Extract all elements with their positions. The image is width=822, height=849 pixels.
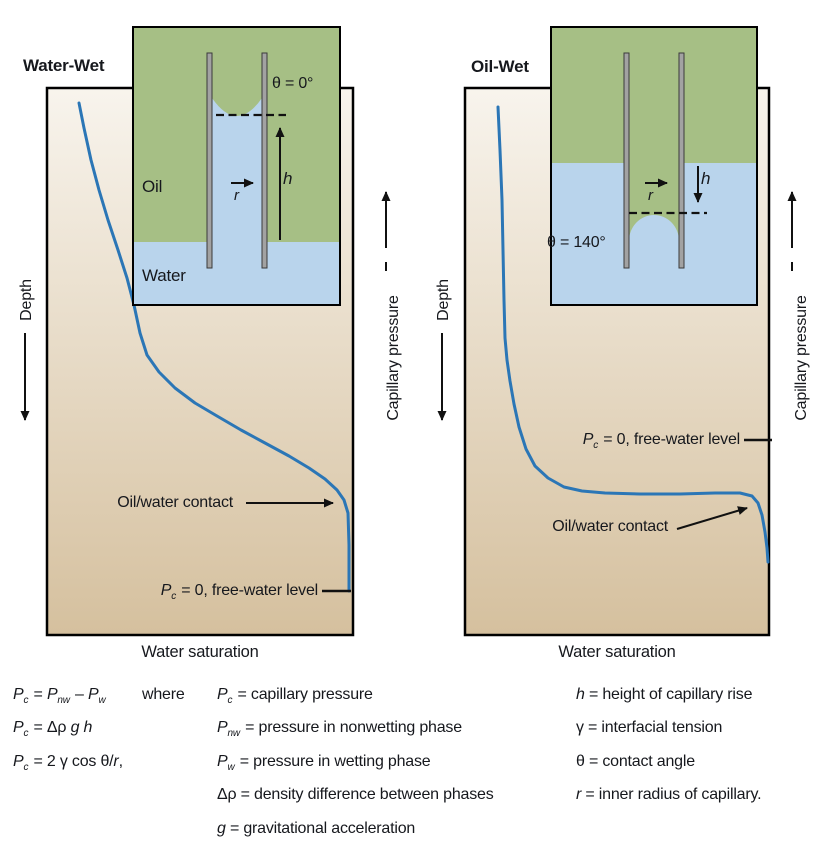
def-r: r = inner radius of capillary. xyxy=(576,786,762,804)
capillary-curve-right xyxy=(496,105,770,564)
depth-axis-label-left: Depth xyxy=(18,279,35,321)
contact-angle-label-left: θ = 0° xyxy=(272,75,314,92)
definition-row: r = inner radius of capillary. xyxy=(576,778,762,811)
oil-label: Oil xyxy=(142,177,163,196)
definition-row: Δρ = density difference between phases xyxy=(217,778,494,811)
def-pnw: Pnw = pressure in nonwetting phase xyxy=(217,719,462,740)
definition-row: γ = interfacial tension xyxy=(576,711,761,744)
where-label: where xyxy=(142,686,185,703)
def-theta: θ = contact angle xyxy=(576,752,695,770)
x-axis-label-left: Water saturation xyxy=(141,643,259,661)
contact-angle-label-right: θ = 140° xyxy=(547,234,606,251)
definition-row: Pnw = pressure in nonwetting phase xyxy=(217,711,494,744)
x-axis-label-right: Water saturation xyxy=(558,643,676,661)
equation-young-laplace: Pc = 2 γ cos θ/r, xyxy=(13,752,123,773)
definitions-column-2: h = height of capillary rise γ = interfa… xyxy=(576,678,762,812)
definitions-column-1: Pc = capillary pressure Pnw = pressure i… xyxy=(217,678,494,845)
inset-water-region-left xyxy=(133,242,340,305)
definition-row: Pc = capillary pressure xyxy=(217,678,494,711)
capillary-oil-column xyxy=(629,27,679,241)
height-label-right: h xyxy=(701,169,711,188)
water-label: Water xyxy=(142,266,186,285)
panel-water-wet xyxy=(20,26,391,637)
equation-pc-definition: Pc = Pnw – Pw xyxy=(13,686,106,706)
definition-row: g = gravitational acceleration xyxy=(217,812,494,845)
equation-hydrostatic: Pc = Δρ g h xyxy=(13,719,93,740)
depth-axis-label-right: Depth xyxy=(435,279,452,321)
capillary-pressure-axis-label-right: Capillary pressure xyxy=(793,295,810,421)
capillary-tube-wall-right-a xyxy=(623,52,630,269)
inset-border-left xyxy=(132,26,341,306)
panel-oil-wet xyxy=(437,26,797,637)
def-gamma: γ = interfacial tension xyxy=(576,719,723,737)
capillary-tube-wall-left-b xyxy=(261,52,268,269)
capillary-curve-left xyxy=(77,101,351,593)
equation-row: Pc = Pnw – Pw where xyxy=(13,678,185,711)
capillary-pressure-axis-label-left: Capillary pressure xyxy=(385,295,402,421)
equation-row: Pc = Δρ g h xyxy=(13,711,123,744)
definition-row: h = height of capillary rise xyxy=(576,678,761,711)
def-delta-rho: Δρ = density difference between phases xyxy=(217,786,494,804)
definition-row: θ = contact angle xyxy=(576,745,761,778)
definition-row: Pw = pressure in wetting phase xyxy=(217,745,494,778)
equation-row: Pc = 2 γ cos θ/r, xyxy=(13,745,123,778)
inset-border-right xyxy=(550,26,758,306)
inset-oil-wet xyxy=(550,26,758,306)
capillary-tube-wall-left-a xyxy=(206,52,213,269)
free-water-level-label-right: Pc = 0, free-water level xyxy=(582,431,740,451)
oil-water-contact-label-right: Oil/water contact xyxy=(552,518,668,535)
radius-label-left: r xyxy=(234,187,239,204)
height-label-left: h xyxy=(283,169,293,188)
capillary-water-column xyxy=(212,98,262,243)
inset-water-wet xyxy=(132,26,341,306)
def-pw: Pw = pressure in wetting phase xyxy=(217,752,431,773)
equations-column: Pc = Pnw – Pw where Pc = Δρ g h Pc = 2 γ… xyxy=(13,678,185,778)
capillary-tube-wall-right-b xyxy=(678,52,685,269)
oil-water-contact-arrow-right xyxy=(676,506,748,530)
def-pc: Pc = capillary pressure xyxy=(217,686,373,706)
def-g: g = gravitational acceleration xyxy=(217,819,416,837)
free-water-level-label-left: Pc = 0, free-water level xyxy=(160,582,318,602)
panel-title-oil-wet: Oil-Wet xyxy=(471,57,529,76)
panel-title-water-wet: Water-Wet xyxy=(23,56,105,75)
radius-label-right: r xyxy=(648,187,653,204)
oil-water-contact-label-left: Oil/water contact xyxy=(117,494,233,511)
def-h: h = height of capillary rise xyxy=(576,686,753,703)
